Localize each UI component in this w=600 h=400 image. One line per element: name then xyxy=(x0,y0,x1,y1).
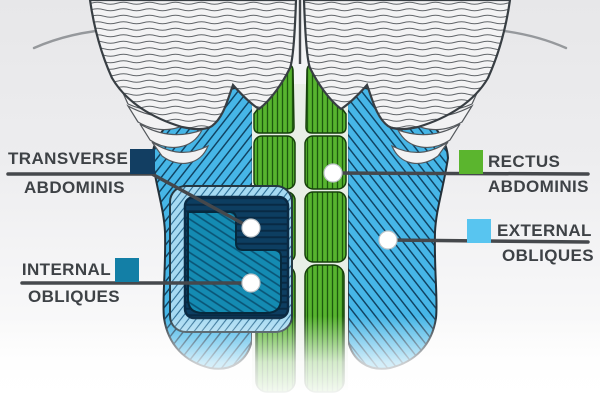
label-rectus-line2: ABDOMINIS xyxy=(488,177,589,196)
marker-external-obliques xyxy=(378,230,398,250)
label-rectus: RECTUS xyxy=(488,152,561,171)
marker-transverse-abdominis xyxy=(241,218,261,238)
swatch-transverse-abdominis xyxy=(130,149,155,174)
label-internal: INTERNAL xyxy=(21,260,111,279)
swatch-internal-obliques xyxy=(115,258,139,282)
label-external: EXTERNAL xyxy=(497,221,592,240)
label-transverse-line2: ABDOMINIS xyxy=(24,178,125,197)
label-internal-line2: OBLIQUES xyxy=(28,287,120,306)
marker-internal-obliques xyxy=(241,273,261,293)
label-transverse: TRANSVERSE xyxy=(8,149,129,168)
swatch-rectus-abdominis xyxy=(459,150,483,174)
pectoralis-muscle xyxy=(88,0,512,131)
bottom-fade xyxy=(0,316,600,400)
swatch-external-obliques xyxy=(467,219,491,243)
leader-transverse-abdominis xyxy=(6,172,253,230)
marker-rectus-abdominis xyxy=(323,163,343,183)
label-external-line2: OBLIQUES xyxy=(502,246,594,265)
